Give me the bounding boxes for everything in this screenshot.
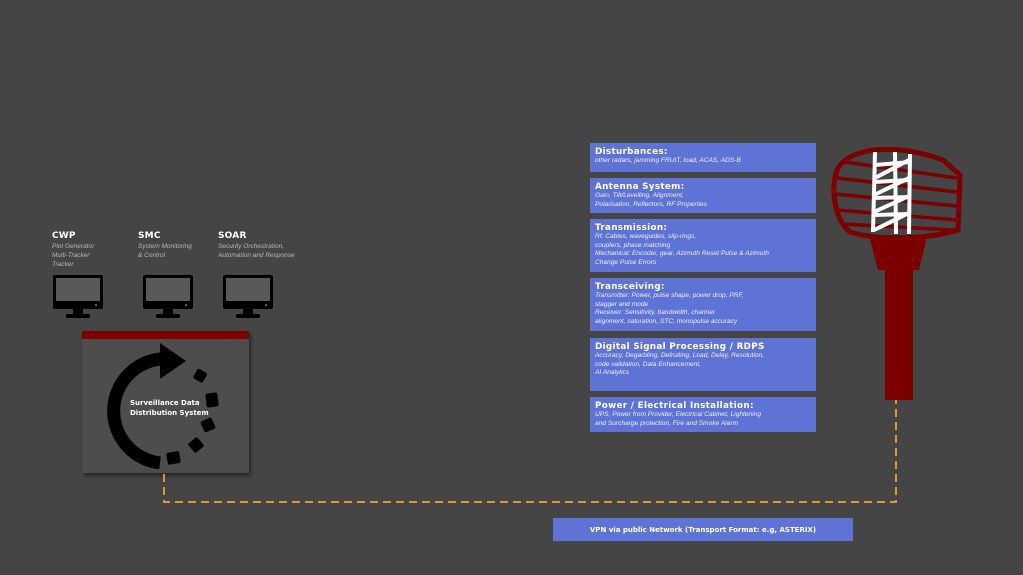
info-box-transceiving: Transceiving: Transmitter: Power, pulse … [590,278,816,331]
monitor-icon [53,275,103,318]
monitor-icon [143,275,193,318]
info-title: Antenna System: [595,182,685,192]
vpn-label: VPN via public Network (Transport Format… [553,518,853,541]
sync-arrow-icon [107,343,219,469]
info-title: Disturbances: [595,147,668,157]
info-text: Transmitter: Power, pulse shape, power d… [595,292,744,325]
info-title: Power / Electrical Installation: [595,401,754,411]
client-desc: System Monitoring & Control [138,243,192,259]
info-title: Transmission: [595,223,668,233]
client-title: SMC [138,231,161,241]
info-title: Digital Signal Processing / RDPS [595,342,765,352]
info-box-transmission: Transmission: Rf: Cables, waveguides, sl… [590,219,816,272]
sdds-block: Surveillance Data Distribution System [82,331,249,473]
client-desc: Security Orchestration, Automation and R… [218,243,295,259]
client-desc: Plot Generator Multi-Tracker Tracker [52,243,95,268]
client-title: SOAR [218,231,247,241]
sdds-label: Surveillance Data Distribution System [130,399,209,417]
radar-antenna-icon [831,146,963,400]
client-cwp: CWP Plot Generator Multi-Tracker Tracker [52,231,94,269]
info-text: other radars, jamming FRUIT, load, ACAS,… [595,157,741,164]
info-text: UPS, Power from Provider, Electrical Cab… [595,411,762,427]
info-box-power: Power / Electrical Installation: UPS, Po… [590,397,816,432]
info-box-antenna: Antenna System: Gain, Tilt/Levelling, Al… [590,178,816,213]
info-title: Transceiving: [595,282,665,292]
info-box-dsp: Digital Signal Processing / RDPS Accurac… [590,338,816,391]
monitor-icon [223,275,273,318]
info-box-disturbances: Disturbances: other radars, jamming FRUI… [590,143,816,172]
sdds-header-bar [82,331,249,339]
info-text: Gain, Tilt/Levelling, Alignment, Polaris… [595,192,708,208]
info-text: Accuracy, Degarbling, Defruiting, Load, … [595,352,765,377]
client-smc: SMC System Monitoring & Control [138,231,192,260]
info-text: Rf: Cables, waveguides, slip-rings, coup… [595,233,769,266]
client-title: CWP [52,231,76,241]
client-soar: SOAR Security Orchestration, Automation … [218,231,295,260]
